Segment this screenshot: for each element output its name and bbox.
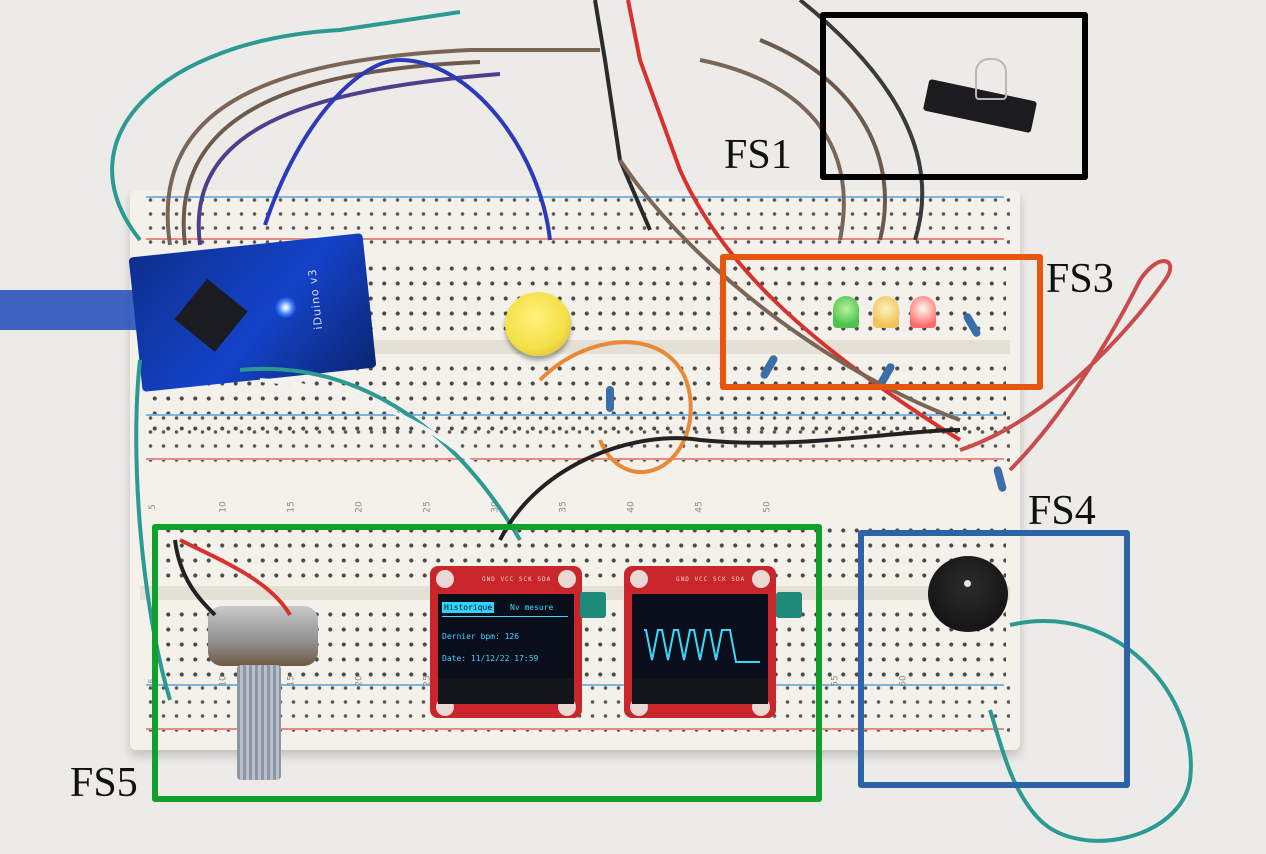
resistor	[606, 386, 614, 412]
rail-line-blue-top	[146, 196, 1004, 198]
annotation-box-fs5	[152, 524, 822, 802]
wire-brown	[759, 38, 887, 241]
potentiometer	[208, 606, 318, 666]
oled-glass-edge	[438, 678, 574, 704]
annotation-label-fs4: FS4	[1028, 488, 1096, 534]
push-button	[505, 292, 571, 356]
wire-red	[626, 0, 962, 442]
annotation-box-fs4	[858, 530, 1130, 788]
annotation-label-fs5: FS5	[70, 760, 138, 806]
annotation-box-fs3	[720, 254, 1043, 390]
wire-brown	[181, 60, 481, 246]
tab-nouvelle-mesure: Nv mesure	[510, 603, 554, 612]
wire-brown	[618, 158, 961, 422]
wire-black	[498, 428, 961, 541]
rail-line-blue-mid	[146, 414, 1004, 416]
rail-line-red-bottom	[146, 728, 1004, 730]
wire-red-loop	[959, 259, 1173, 472]
oled-screen: Historique Nv mesure Dernier bpm: 126 Da…	[438, 594, 574, 678]
oled-screen	[632, 594, 768, 678]
oled-protective-tab	[580, 592, 606, 618]
wire-teal	[134, 359, 172, 701]
wire-blue	[263, 57, 552, 241]
wire-black	[173, 539, 217, 617]
wire-black	[798, 0, 925, 241]
oled-glass-edge	[632, 678, 768, 704]
wire-teal	[239, 367, 522, 542]
oled-display-history: GND VCC SCK SDA Historique Nv mesure Der…	[430, 566, 582, 718]
wire-black	[593, 0, 652, 231]
wire-red	[179, 538, 292, 617]
pulse-waveform-line	[644, 629, 760, 663]
wire-teal	[110, 10, 461, 242]
last-bpm-text: Dernier bpm: 126	[442, 632, 520, 641]
oled-pin-labels: GND VCC SCK SDA	[482, 576, 552, 583]
tab-underline	[442, 616, 568, 617]
wire-orange	[538, 340, 693, 475]
led-red	[910, 296, 936, 328]
power-rail-middle	[140, 416, 1010, 464]
oled-pin-labels: GND VCC SCK SDA	[676, 576, 746, 583]
potentiometer-shaft	[237, 665, 281, 780]
tab-historique: Historique	[442, 602, 495, 613]
rail-line-red-top	[146, 238, 1004, 240]
rail-line-red-mid	[146, 458, 1004, 460]
piezo-buzzer	[928, 556, 1008, 632]
annotation-box-fs1	[820, 12, 1088, 180]
usb-cable	[0, 290, 140, 330]
led-green	[833, 296, 859, 328]
oled-protective-tab	[776, 592, 802, 618]
ir-led	[975, 58, 1007, 100]
wire-brown	[699, 58, 846, 241]
wire-white	[259, 378, 532, 541]
led-yellow	[873, 296, 899, 328]
pulse-waveform	[644, 629, 760, 663]
date-text: Date: 11/12/22 17:59	[442, 654, 539, 663]
wire-purple	[196, 72, 501, 246]
annotation-label-fs3: FS3	[1046, 256, 1114, 302]
annotation-label-fs1: FS1	[724, 132, 792, 178]
wire-brown	[165, 48, 600, 246]
oled-display-waveform: GND VCC SCK SDA	[624, 566, 776, 718]
